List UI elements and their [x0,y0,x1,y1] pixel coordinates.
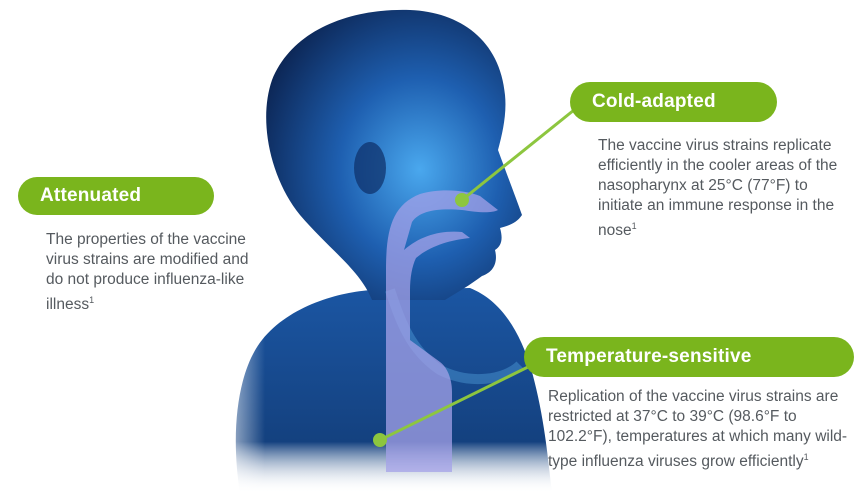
temperature-sensitive-label-text: Temperature-sensitive [546,346,752,368]
cold-adapted-label: Cold-adapted [570,82,777,122]
attenuated-label: Attenuated [18,177,214,215]
ear-shape [354,142,386,194]
temperature-sensitive-connector-dot [373,433,387,447]
attenuated-reference: 1 [89,295,94,305]
temperature-sensitive-label: Temperature-sensitive [524,337,854,377]
cold-adapted-connector-dot [455,193,469,207]
cold-adapted-label-text: Cold-adapted [592,91,716,113]
temperature-sensitive-description: Replication of the vaccine virus strains… [548,387,858,472]
temperature-sensitive-reference: 1 [804,452,809,462]
temperature-sensitive-description-text: Replication of the vaccine virus strains… [548,388,847,470]
attenuated-label-text: Attenuated [40,185,141,207]
cold-adapted-description: The vaccine virus strains replicate effi… [598,136,838,241]
attenuated-description-text: The properties of the vaccine virus stra… [46,231,248,313]
attenuated-description: The properties of the vaccine virus stra… [46,230,261,315]
cold-adapted-reference: 1 [632,221,637,231]
